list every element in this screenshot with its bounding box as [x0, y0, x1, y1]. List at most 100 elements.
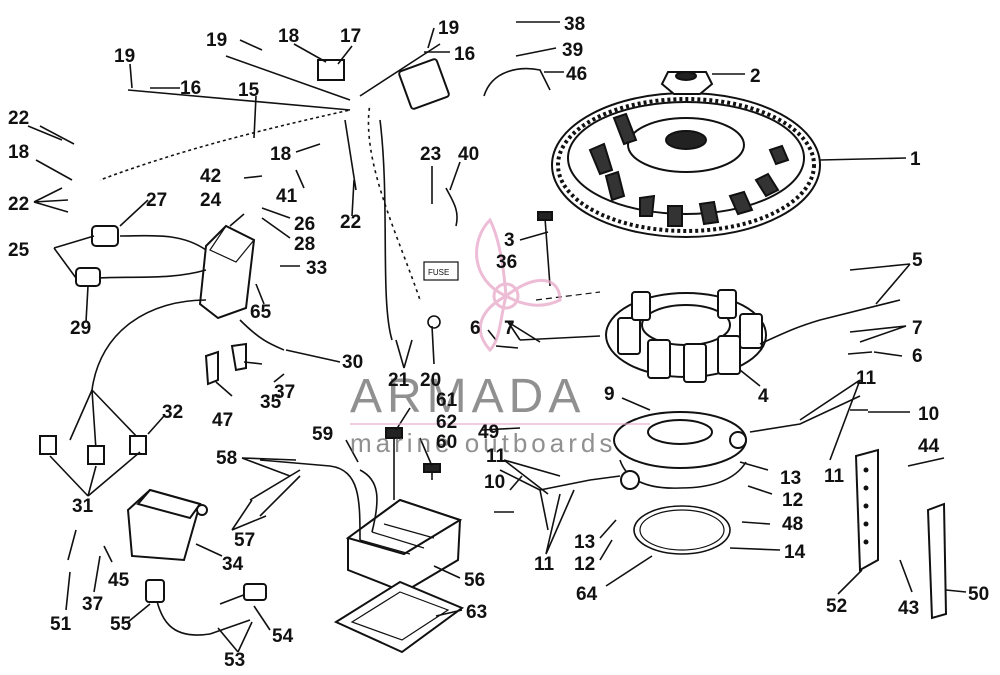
part-label: 26: [294, 214, 315, 235]
part-label: 28: [294, 234, 315, 255]
part-label: 31: [72, 496, 94, 517]
part-label: 15: [238, 80, 260, 101]
part-label: 36: [496, 252, 517, 273]
part-labels: 1 2 3 4 5 6 6 7 7 9 10 10 11 11 11 11 12…: [8, 14, 989, 671]
part-label: 55: [110, 614, 132, 635]
part-label: 32: [162, 402, 183, 423]
part-label: 10: [484, 472, 505, 493]
part-label: 37: [274, 382, 295, 403]
coil-boots: [145, 579, 267, 636]
part-label: 48: [782, 514, 803, 535]
part-label: 5: [912, 250, 923, 271]
part-label: 18: [270, 144, 291, 165]
part-label: 47: [212, 410, 233, 431]
part-label: 60: [436, 432, 457, 453]
stator: [605, 289, 767, 383]
part-label: 25: [8, 240, 30, 261]
part-label: 51: [50, 614, 72, 635]
part-label: 63: [466, 602, 487, 623]
part-label: 59: [312, 424, 333, 445]
part-label: 22: [340, 212, 361, 233]
watermark-tagline: marine outboards: [350, 428, 616, 458]
part-label: 64: [576, 584, 598, 605]
part-label: 21: [388, 370, 410, 391]
part-label: 29: [70, 318, 91, 339]
part-label: 37: [82, 594, 103, 615]
part-label: 12: [782, 490, 803, 511]
part-label: 19: [438, 18, 459, 39]
part-label: 17: [340, 26, 361, 47]
part-label: 34: [222, 554, 244, 575]
flywheel-nut: [660, 71, 714, 95]
part-label: 22: [8, 108, 29, 129]
part-label: 10: [918, 404, 939, 425]
part-label: 65: [250, 302, 272, 323]
part-label: 11: [824, 466, 845, 487]
wiring-harness: [99, 43, 450, 341]
terminal-cover: [926, 502, 948, 620]
armada-watermark: ARMADA marine outboards: [350, 217, 650, 458]
part-label: 27: [146, 190, 167, 211]
power-pack-gasket: [333, 580, 465, 654]
part-label: 11: [486, 446, 507, 467]
part-label: 13: [780, 468, 801, 489]
power-pack: [345, 498, 463, 594]
part-label: 20: [420, 370, 441, 391]
part-label: 41: [276, 186, 298, 207]
part-label: 7: [504, 318, 515, 339]
terminal-strip: [854, 448, 879, 572]
part-label: 33: [306, 258, 327, 279]
propeller-logo-icon: [475, 217, 562, 353]
part-label: 23: [420, 144, 441, 165]
part-label: 2: [750, 66, 761, 87]
bolts: [67, 211, 873, 561]
part-label: 6: [470, 318, 481, 339]
part-label: 46: [566, 64, 587, 85]
part-label: 30: [342, 352, 363, 373]
part-label: 61: [436, 390, 458, 411]
part-label: 4: [758, 386, 769, 407]
part-label: 16: [454, 44, 475, 65]
rectifier-leads: [75, 225, 285, 391]
part-label: 22: [8, 194, 29, 215]
timer-base: [613, 411, 747, 490]
stator-leads: [499, 299, 901, 531]
part-label: 18: [278, 26, 299, 47]
part-label: 18: [8, 142, 29, 163]
part-label: 3: [504, 230, 515, 251]
part-label: 11: [534, 554, 555, 575]
ignition-coil: [126, 488, 208, 562]
assembly-line: [535, 291, 601, 301]
part-label: 19: [206, 30, 227, 51]
watermark-brand: ARMADA: [350, 370, 585, 423]
part-label: 58: [216, 448, 237, 469]
part-label: 45: [108, 570, 130, 591]
flywheel: [551, 92, 821, 238]
part-label: 53: [224, 650, 245, 671]
plug-leads: [39, 389, 147, 465]
part-label: 7: [912, 318, 923, 339]
fuse-label: FUSE: [428, 268, 449, 277]
part-label: 49: [478, 422, 499, 443]
part-label: 52: [826, 596, 847, 617]
part-label: 13: [574, 532, 595, 553]
part-label: 40: [458, 144, 479, 165]
leader-lines: [27, 21, 967, 653]
part-label: 39: [562, 40, 583, 61]
part-label: 14: [784, 542, 806, 563]
part-label: 1: [910, 149, 921, 170]
part-label: 38: [564, 14, 585, 35]
fuse-tag: FUSE: [423, 261, 459, 281]
power-pack-leads: [249, 459, 378, 541]
part-label: 24: [200, 190, 222, 211]
part-label: 57: [234, 530, 255, 551]
small-clips: [204, 67, 551, 386]
part-label: 50: [968, 584, 989, 605]
part-label: 43: [898, 598, 919, 619]
part-label: 12: [574, 554, 595, 575]
part-label: 62: [436, 412, 457, 433]
part-label: 35: [260, 392, 282, 413]
part-label: 42: [200, 166, 221, 187]
part-label: 16: [180, 78, 201, 99]
